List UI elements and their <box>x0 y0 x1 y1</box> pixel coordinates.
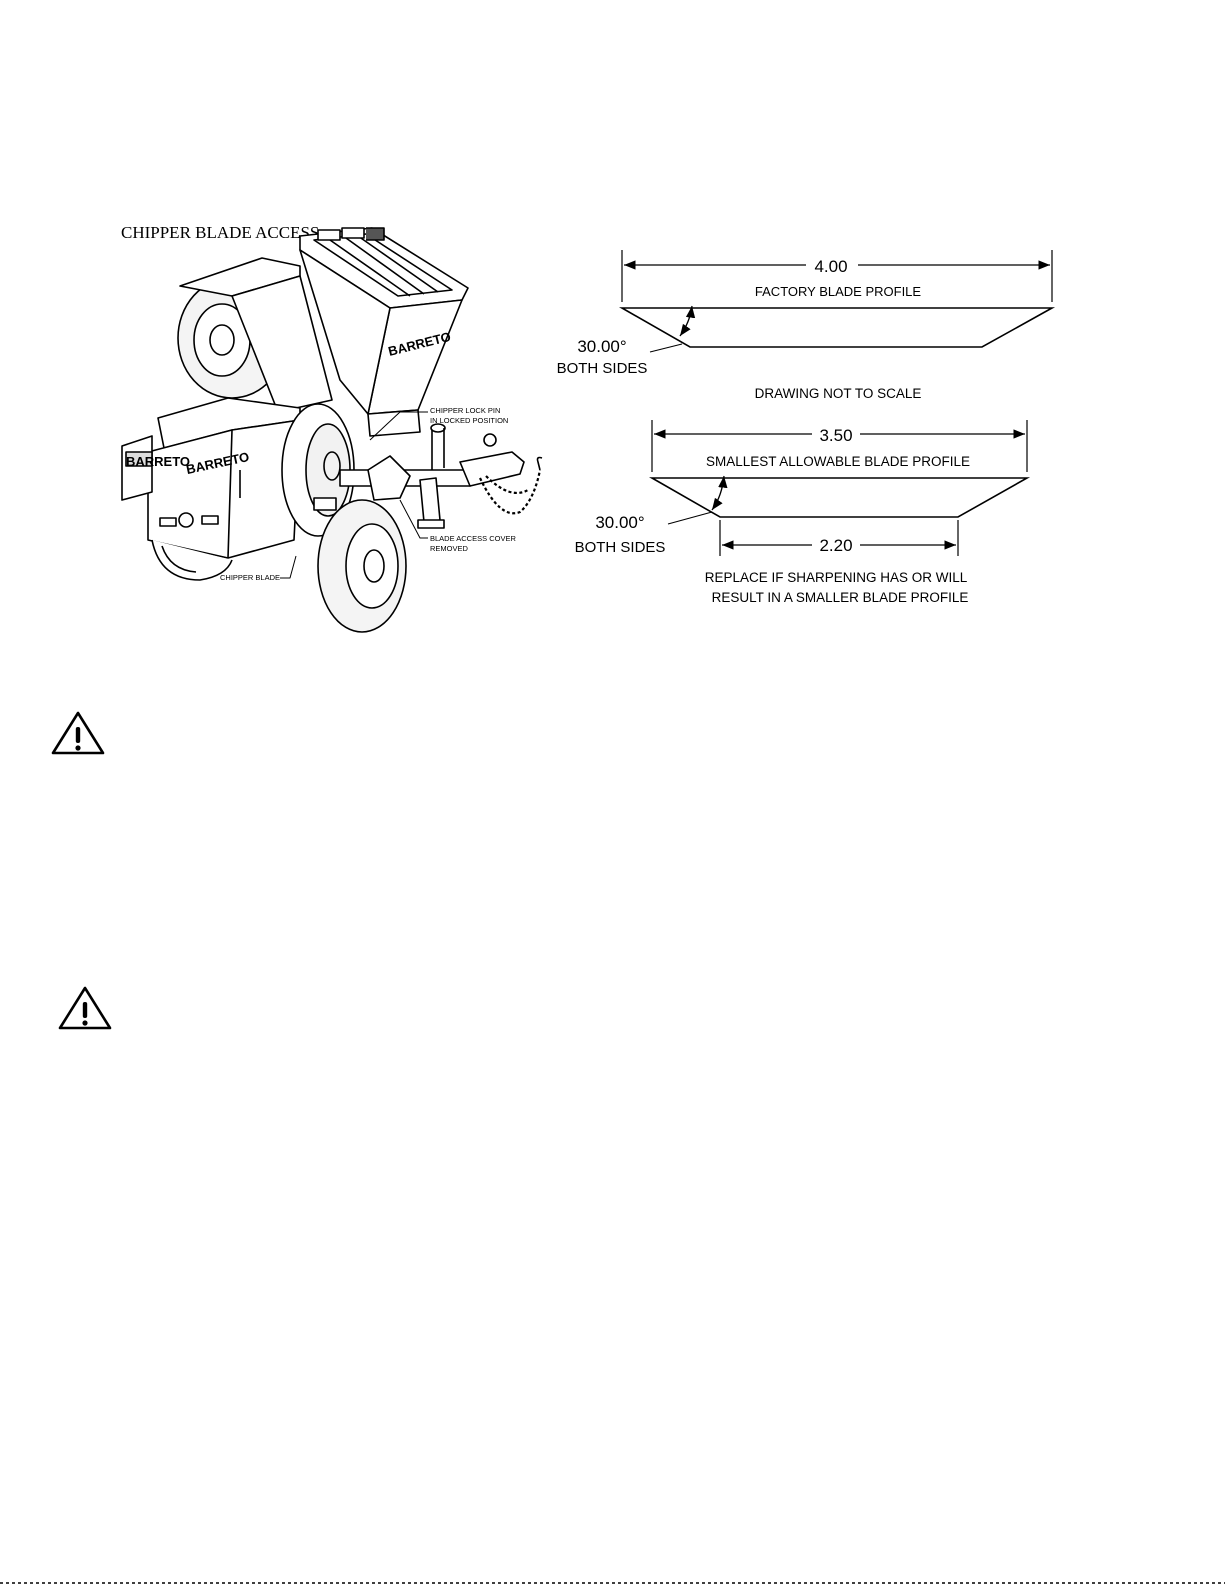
factory-profile-label: FACTORY BLADE PROFILE <box>755 284 921 299</box>
warning-icon <box>58 986 112 1030</box>
smallest-blade-profile <box>648 420 1031 556</box>
smallest-angle-arc <box>711 475 728 511</box>
factory-angle-arc <box>679 305 696 337</box>
blade-profile-diagram: 4.00 FACTORY BLADE PROFILE 30.00° BOTH S… <box>557 250 1056 605</box>
factory-angle-note: BOTH SIDES <box>557 360 648 377</box>
smallest-blade-outline <box>648 477 1031 518</box>
replace-note-line2: RESULT IN A SMALLER BLADE PROFILE <box>712 590 969 605</box>
factory-angle-label: 30.00° <box>577 337 626 356</box>
chipper-machine-figure: CHIPPER BLADE ACCESS BARRETO <box>121 223 543 633</box>
smallest-angle-label: 30.00° <box>595 513 644 532</box>
factory-blade-outline <box>618 307 1056 348</box>
figure-title: CHIPPER BLADE ACCESS <box>121 223 319 242</box>
callout-cover-line2: REMOVED <box>430 544 469 553</box>
smallest-angle-leader <box>667 511 713 525</box>
edge-width-label: 2.20 <box>819 536 852 555</box>
replace-note-line1: REPLACE IF SHARPENING HAS OR WILL <box>705 570 968 585</box>
callout-chipper-blade: CHIPPER BLADE <box>220 573 280 582</box>
callout-cover-line1: BLADE ACCESS COVER <box>430 534 516 543</box>
factory-blade-profile <box>618 250 1056 353</box>
side-plate-brand-logo: BARRETO <box>126 454 190 469</box>
factory-width-label: 4.00 <box>814 257 847 276</box>
smallest-angle-note: BOTH SIDES <box>575 539 666 556</box>
chipper-illustration: BARRETO BARRETO <box>121 227 543 633</box>
callout-lock-pin-line1: CHIPPER LOCK PIN <box>430 406 500 415</box>
smallest-profile-label: SMALLEST ALLOWABLE BLADE PROFILE <box>706 454 970 469</box>
callout-lock-pin-line2: IN LOCKED POSITION <box>430 416 508 425</box>
scale-note: DRAWING NOT TO SCALE <box>755 386 922 401</box>
warning-icon <box>51 711 105 755</box>
smallest-width-label: 3.50 <box>819 426 852 445</box>
factory-angle-leader <box>649 343 683 353</box>
